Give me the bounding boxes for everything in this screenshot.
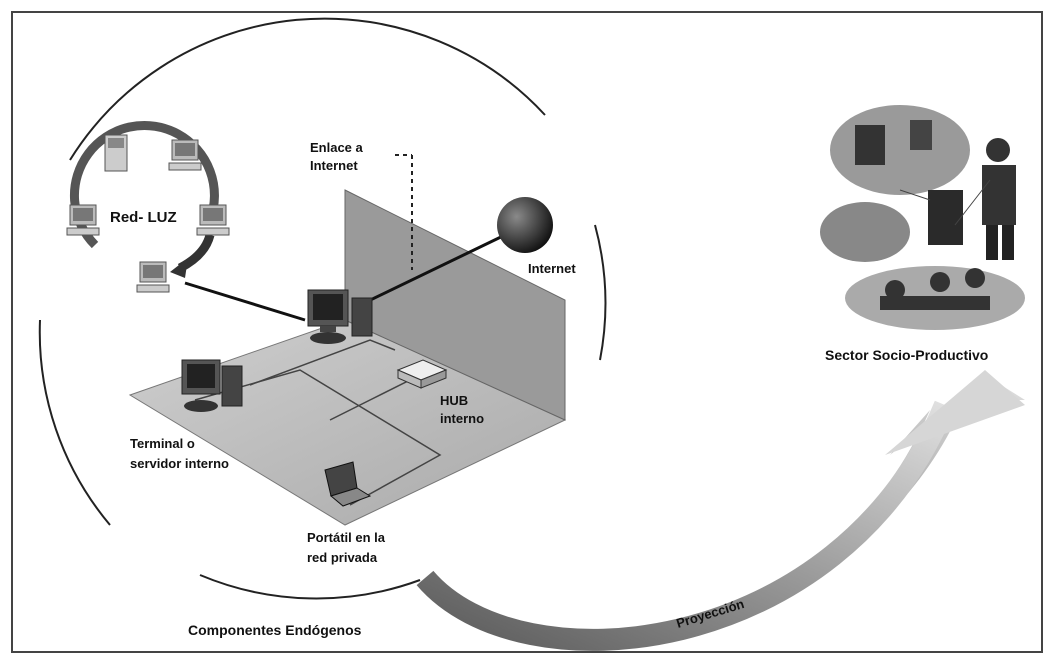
- componentes-label: Componentes Endógenos: [188, 622, 362, 638]
- people-photo-icon: [820, 105, 1025, 330]
- projection-arrow-body: [416, 400, 956, 651]
- room-wall: [344, 189, 566, 421]
- ring-to-server-cable: [184, 281, 306, 322]
- red-luz-label: Red- LUZ: [110, 209, 177, 226]
- internet-cable: [359, 233, 506, 307]
- enlace-label-line2: Internet: [310, 158, 358, 173]
- endogenous-circle: [38, 17, 607, 600]
- globe-icon: [497, 197, 553, 253]
- desktop-computer-icon: [136, 261, 170, 293]
- terminal-label-line2: servidor interno: [130, 456, 229, 471]
- desktop-computer-icon: [104, 134, 128, 172]
- portatil-label-line2: red privada: [307, 550, 378, 565]
- desktop-computer-icon: [66, 204, 100, 236]
- terminal-label-line1: Terminal o: [130, 436, 195, 451]
- projection-arrowhead: [885, 370, 1025, 455]
- enlace-label-line1: Enlace a: [310, 140, 364, 155]
- terminal-computer-icon: [181, 359, 243, 412]
- server-computer-icon: [307, 289, 373, 344]
- desktop-computer-icon: [168, 139, 202, 171]
- desktop-computer-icon: [196, 204, 230, 236]
- laptop-icon: [324, 461, 372, 507]
- hub-label-line2: interno: [440, 411, 484, 426]
- portatil-label-line1: Portátil en la: [307, 530, 386, 545]
- hub-icon: [396, 359, 448, 389]
- hub-label-line1: HUB: [440, 393, 468, 408]
- internet-label: Internet: [528, 261, 576, 276]
- outer-frame: [11, 11, 1043, 653]
- sector-label: Sector Socio-Productivo: [825, 347, 988, 363]
